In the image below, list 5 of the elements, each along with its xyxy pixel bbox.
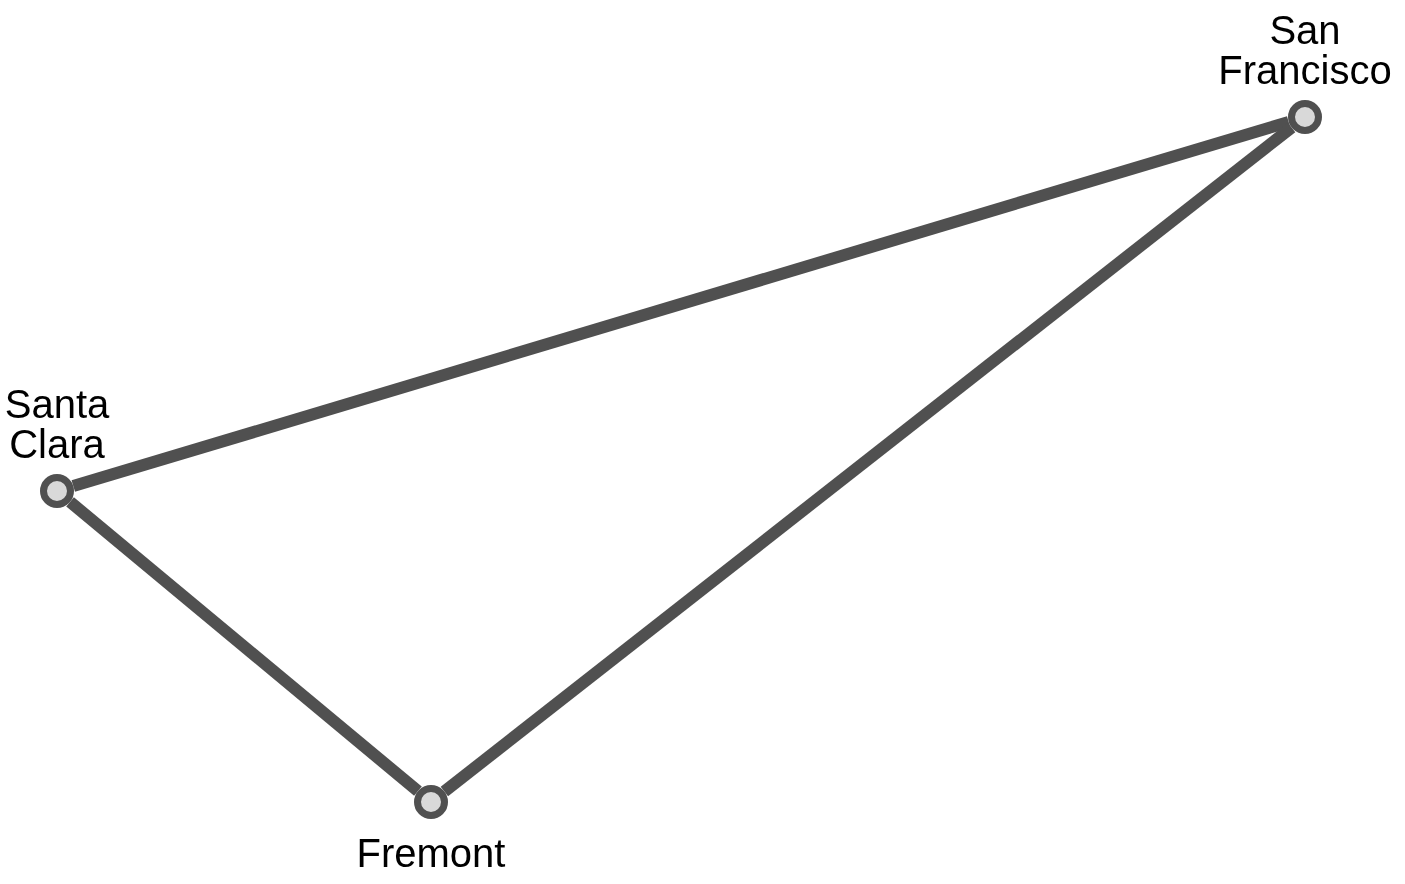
- city-label: Santa Clara: [3, 384, 111, 464]
- city-label: Fremont: [355, 833, 507, 873]
- connector-line: [66, 497, 422, 796]
- city-label: San Francisco: [1217, 10, 1393, 90]
- connector-line: [71, 116, 1291, 492]
